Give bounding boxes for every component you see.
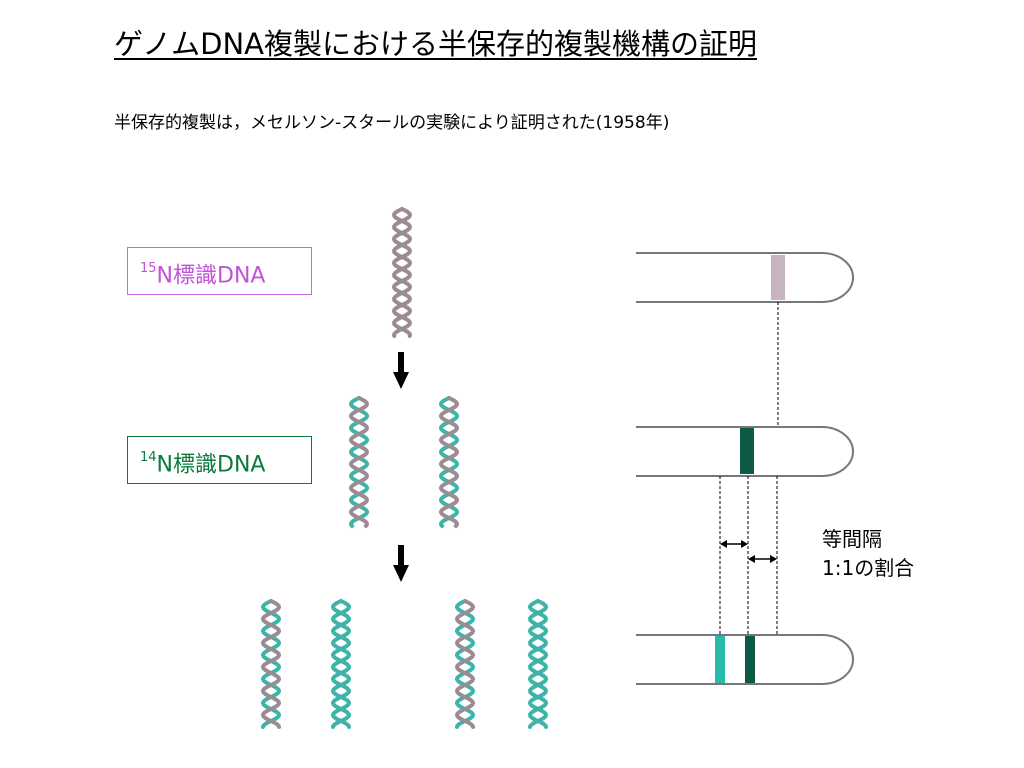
centrifuge-tube-gen0	[636, 252, 854, 303]
n14-label-text: N標識DNA	[156, 452, 266, 478]
dna-double-helix	[438, 396, 460, 528]
n15-label-text: N標識DNA	[156, 263, 266, 289]
ratio-note-line2: 1:1の割合	[822, 556, 915, 580]
slide-title: ゲノムDNA複製における半保存的複製機構の証明	[114, 27, 757, 61]
dna-band-hybrid	[745, 636, 755, 683]
dna-helices	[260, 207, 549, 729]
centrifuge-tube-gen2	[636, 634, 854, 685]
dna-band-hybrid	[740, 428, 754, 474]
centrifuge-tube-gen1	[636, 426, 854, 477]
dna-double-helix	[260, 599, 282, 729]
n14-label-isotope: 14	[140, 450, 157, 465]
double-arrow-icon	[720, 540, 748, 548]
ratio-note-line1: 等間隔	[822, 527, 882, 551]
slide-subtitle: 半保存的複製は，メセルソン-スタールの実験により証明された(1958年)	[114, 113, 670, 133]
dna-double-helix	[454, 599, 476, 729]
n15-label-isotope: 15	[140, 261, 157, 276]
dna-double-helix	[348, 396, 370, 528]
double-arrow-icon	[748, 555, 777, 563]
down-arrow-icon	[393, 352, 409, 389]
down-arrow-icon	[393, 545, 409, 582]
dna-band-light	[715, 636, 725, 683]
dna-double-helix	[527, 599, 549, 729]
n14-label-box: 14N標識DNA	[127, 436, 312, 484]
dna-double-helix	[391, 207, 413, 338]
dna-double-helix	[330, 599, 352, 729]
ratio-note: 等間隔 1:1の割合	[822, 525, 914, 583]
dna-band-heavy	[771, 255, 785, 300]
n15-label-box: 15N標識DNA	[127, 247, 312, 295]
guide-lines	[719, 302, 779, 635]
